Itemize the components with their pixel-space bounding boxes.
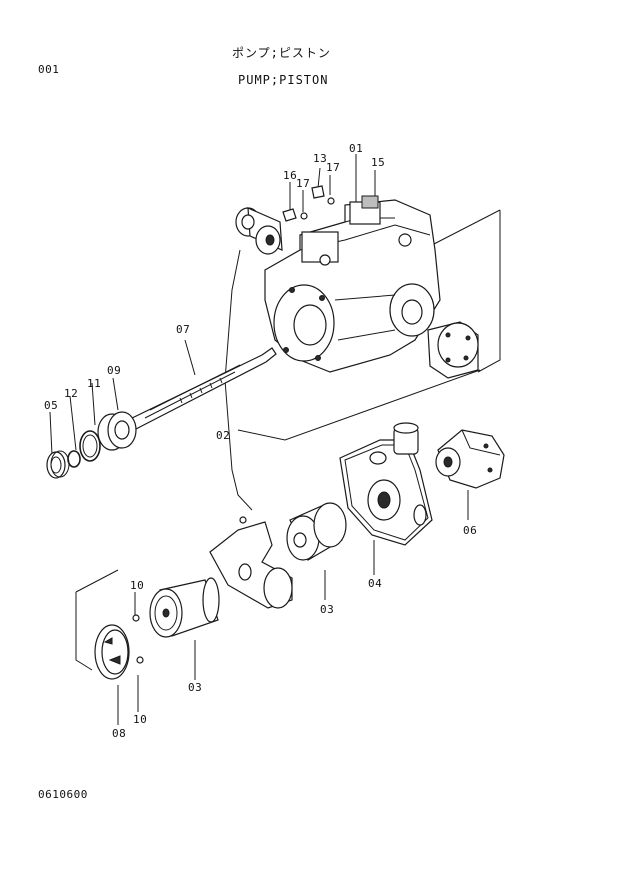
snap-ring-part-12 [67, 450, 81, 468]
part-label-13: 13 [313, 152, 328, 165]
gear-pump-part-06 [435, 429, 505, 489]
part-label-08: 08 [112, 727, 127, 740]
plug-fittings-parts-13-16-17 [282, 185, 335, 222]
part-label-12: 12 [64, 387, 79, 400]
part-label-10-bottom: 10 [133, 713, 148, 726]
pump-housing-part-01 [264, 195, 441, 373]
part-label-09: 09 [107, 364, 122, 377]
part-label-17-left: 17 [296, 177, 311, 190]
cylinder-block-part-03-lower [149, 577, 220, 638]
footer-code: 0610600 [38, 788, 88, 801]
cover-housing-part-04 [339, 422, 433, 546]
part-label-03-lower: 03 [188, 681, 203, 694]
swash-plate-part [209, 516, 293, 609]
part-label-06: 06 [463, 524, 478, 537]
title-english: PUMP;PISTON [238, 73, 329, 87]
part-label-01: 01 [349, 142, 364, 155]
part-label-07: 07 [176, 323, 191, 336]
port-coupling-top-part-02 [235, 207, 283, 255]
part-label-17-right: 17 [326, 161, 341, 174]
title-japanese: ポンプ;ピストン [232, 46, 331, 60]
part-label-03-upper: 03 [320, 603, 335, 616]
part-label-15: 15 [371, 156, 386, 169]
part-label-02: 02 [216, 429, 231, 442]
snap-ring-part-11 [79, 430, 101, 462]
part-label-11: 11 [87, 377, 102, 390]
part-label-16: 16 [283, 169, 298, 182]
part-label-10-top: 10 [130, 579, 145, 592]
part-label-05: 05 [44, 399, 59, 412]
part-label-04: 04 [368, 577, 383, 590]
valve-plate-part-08 [94, 624, 130, 680]
oil-seal-part-05 [46, 450, 70, 479]
leader-lines [49, 154, 501, 725]
pins-part-10 [132, 614, 144, 664]
cylinder-block-part-03-upper [286, 502, 347, 561]
page-code: 001 [38, 63, 60, 76]
drive-shaft-part-07 [125, 347, 277, 432]
bearing-part-09 [97, 411, 137, 451]
port-coupling-side-part-02 [427, 321, 479, 379]
